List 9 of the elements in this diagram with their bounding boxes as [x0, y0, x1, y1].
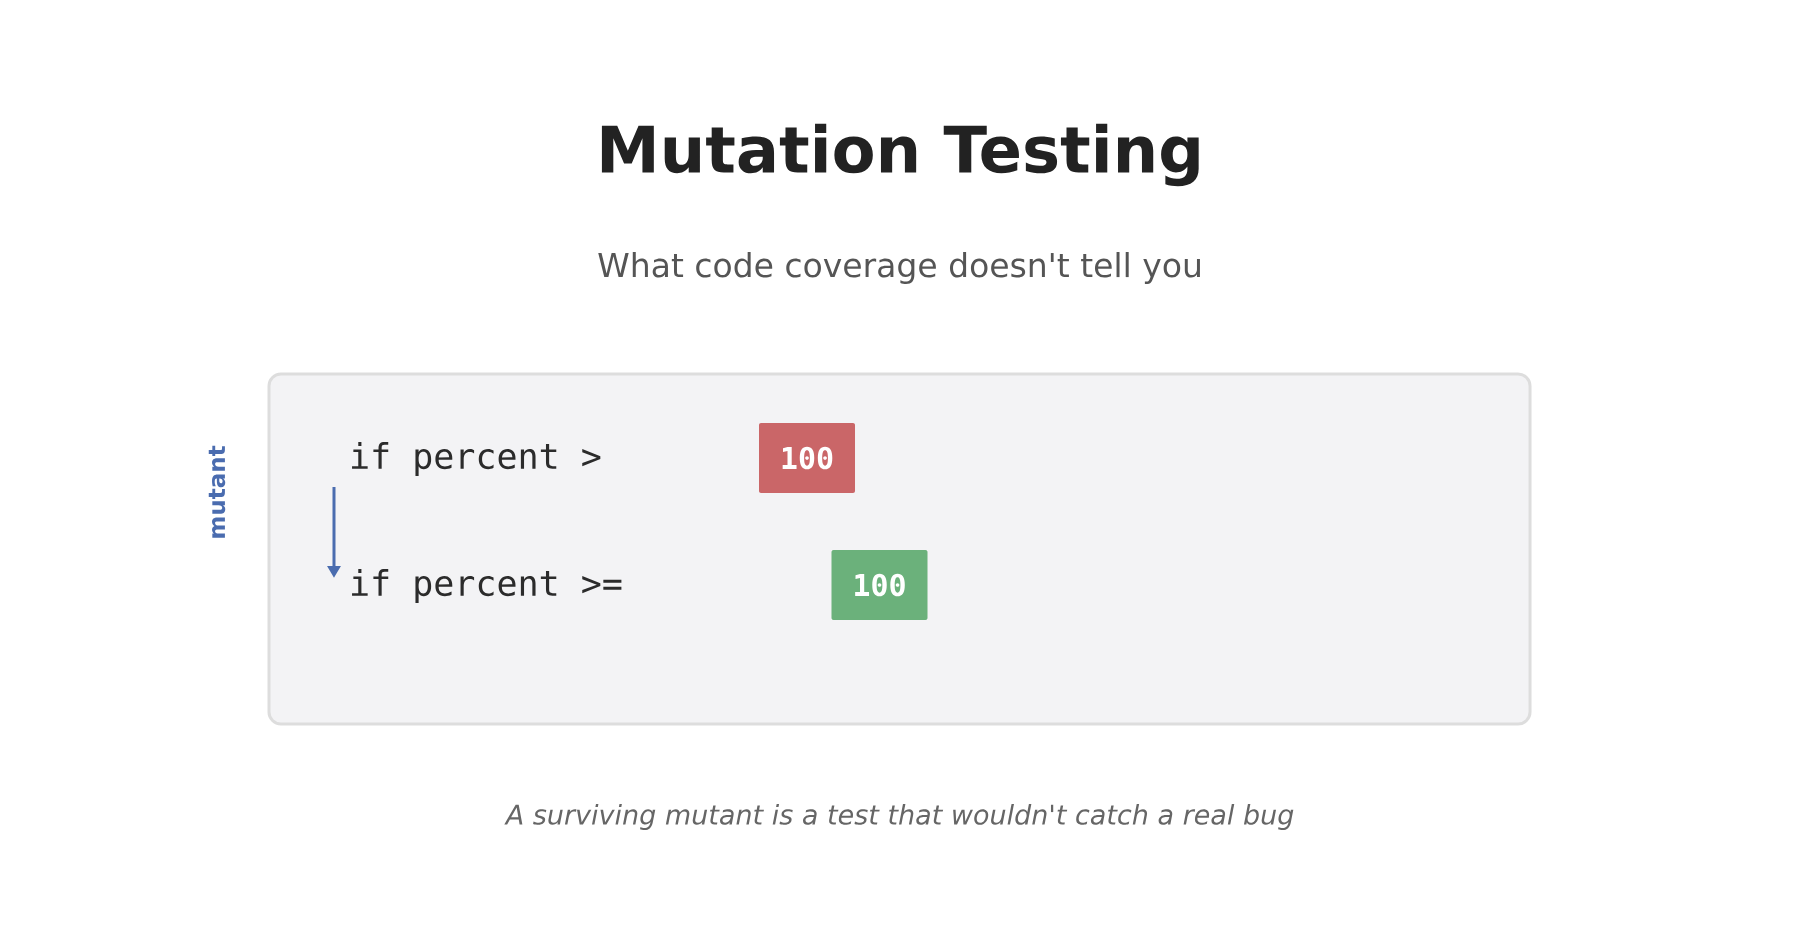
code-line: if percent >= [352, 569, 622, 603]
subtitle: What code coverage doesn't tell you [598, 252, 1200, 284]
title: Mutation Testing [601, 123, 1199, 187]
caption: A surviving mutant is a test that wouldn't catch a real bug [504, 803, 1294, 831]
number-badge: 100 [831, 550, 928, 620]
edge-label: mutant [208, 445, 226, 538]
code-line: if percent > [352, 442, 601, 476]
code-panel [267, 372, 1532, 726]
number-badge: 100 [759, 423, 855, 493]
